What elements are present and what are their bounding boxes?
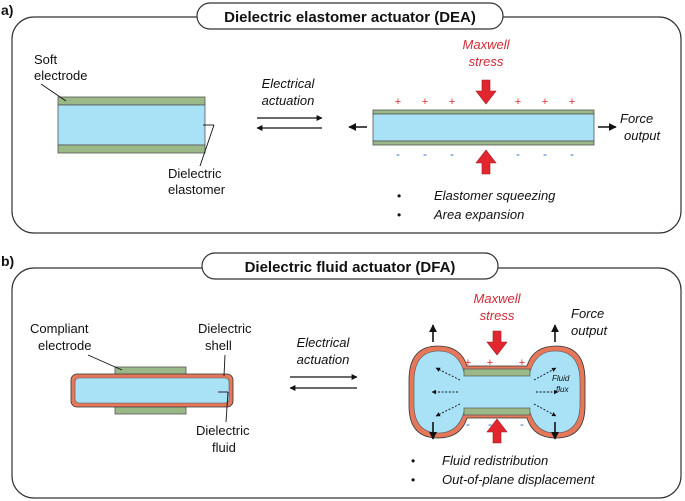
panel-b-title-pill — [201, 252, 499, 280]
dielectric-leader — [199, 124, 215, 167]
label-dielectric-elastomer-2: elastomer — [168, 182, 226, 197]
a-actuation-label-2: actuation — [262, 93, 315, 108]
a-plus-4: + — [515, 96, 521, 108]
b-flux-label-2: flux — [556, 385, 569, 394]
a-minus-5: - — [543, 147, 547, 161]
b-bullet-dot-2: • — [411, 473, 415, 487]
dea-top-electrode — [57, 96, 206, 106]
b-plus-1: + — [465, 357, 471, 369]
b-force-label-2: output — [571, 323, 609, 338]
panel-b-letter: b) — [1, 253, 14, 269]
panel-b-title: Dielectric fluid actuator (DFA) — [245, 259, 456, 276]
dielectric-fluid-leader — [225, 391, 229, 423]
a-plus-1: + — [395, 96, 401, 108]
dea-bottom-electrode — [57, 144, 206, 154]
b-bullet-dot-1: • — [411, 454, 415, 468]
a-bullet-dot-1: • — [397, 189, 401, 203]
b-plus-3: + — [519, 357, 525, 369]
a-minus-3: - — [450, 147, 454, 161]
a-minus-4: - — [516, 147, 520, 161]
dea-act-elastomer — [372, 113, 595, 142]
dielectric-shell-leader — [223, 354, 226, 377]
label-dielectric-shell-2: shell — [205, 338, 232, 353]
compliant-electrode-leader — [87, 354, 123, 371]
label-dielectric-fluid-2: fluid — [212, 440, 236, 455]
b-plus-2: + — [487, 357, 493, 369]
a-bullet-2: Area expansion — [433, 207, 524, 222]
a-minus-2: - — [423, 147, 427, 161]
b-force-label-1: Force — [571, 306, 604, 321]
b-maxwell-arrow-down — [486, 330, 508, 356]
dfa-actuated-pouch — [408, 345, 586, 439]
a-plus-3: + — [449, 96, 455, 108]
panel-a-title-pill — [196, 2, 504, 30]
a-maxwell-arrow-down — [475, 79, 497, 105]
label-dielectric-fluid-1: Dielectric — [196, 423, 250, 438]
a-bullet-1: Elastomer squeezing — [434, 188, 556, 203]
dea-act-top-electrode — [372, 109, 595, 115]
fluid-flux-arrows-right — [533, 367, 559, 417]
flux-right-down — [533, 403, 557, 417]
a-maxwell-label-2: stress — [469, 54, 504, 69]
dfa-rest-pouch — [70, 366, 234, 415]
a-bullet-dot-2: • — [397, 208, 401, 222]
b-actuation-label-1: Electrical — [297, 335, 351, 350]
flux-right-up — [533, 367, 557, 381]
dfa-fluid — [74, 377, 230, 404]
a-maxwell-label-1: Maxwell — [463, 37, 511, 52]
b-maxwell-label-2: stress — [480, 308, 515, 323]
a-maxwell-arrow-up — [475, 149, 497, 175]
b-maxwell-label-1: Maxwell — [474, 291, 522, 306]
a-actuation-label-1: Electrical — [262, 76, 316, 91]
dfa-act-bottom-electrode — [463, 407, 531, 416]
b-plus-charges: + + + — [465, 357, 525, 369]
flux-left-down — [435, 403, 461, 417]
dea-elastomer — [57, 104, 206, 146]
label-soft-electrode-2: electrode — [34, 68, 87, 83]
panel-a-letter: a) — [1, 2, 13, 18]
a-minus-1: - — [396, 147, 400, 161]
a-force-label-2: output — [624, 128, 662, 143]
a-minus-charges: - - - - - - — [396, 147, 574, 161]
a-force-label-1: Force — [620, 111, 653, 126]
a-plus-2: + — [422, 96, 428, 108]
a-plus-6: + — [569, 96, 575, 108]
dea-actuated-stack — [372, 109, 595, 146]
panel-a-title: Dielectric elastomer actuator (DEA) — [224, 9, 476, 26]
label-dielectric-elastomer-1: Dielectric — [168, 166, 222, 181]
label-compliant-electrode-1: Compliant — [30, 321, 89, 336]
b-maxwell-arrow-up — [486, 418, 508, 444]
b-minus-charges: - - - — [466, 417, 524, 431]
flux-left-up — [435, 367, 461, 381]
b-actuation-label-2: actuation — [297, 352, 350, 367]
b-flux-label-1: Fluid — [552, 374, 570, 383]
a-plus-charges: + + + + + + — [395, 96, 575, 108]
a-plus-5: + — [542, 96, 548, 108]
a-minus-6: - — [570, 147, 574, 161]
b-minus-3: - — [520, 417, 524, 431]
label-dielectric-shell-1: Dielectric — [198, 321, 252, 336]
label-soft-electrode-1: Soft — [34, 52, 58, 67]
label-compliant-electrode-2: electrode — [38, 338, 91, 353]
b-minus-1: - — [466, 417, 470, 431]
dea-act-bottom-electrode — [372, 140, 595, 146]
b-bullet-1: Fluid redistribution — [442, 453, 548, 468]
b-bullet-2: Out-of-plane displacement — [442, 472, 596, 487]
dfa-act-top-electrode — [463, 368, 531, 377]
fluid-flux-arrows-left — [431, 367, 461, 417]
dea-rest-stack — [57, 96, 206, 154]
soft-electrode-leader — [40, 83, 67, 102]
b-minus-2: - — [488, 417, 492, 431]
